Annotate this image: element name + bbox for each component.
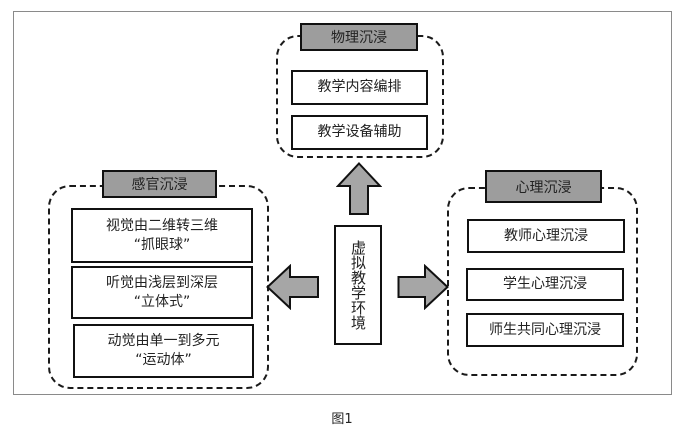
item-label: 师生共同心理沉浸 [489, 321, 601, 338]
physical-item-equipment-assist: 教学设备辅助 [291, 115, 428, 150]
arrow-left-icon [266, 264, 319, 310]
item-label-line1: 视觉由二维转三维 [106, 217, 218, 234]
physical-immersion-title: 物理沉浸 [331, 30, 387, 46]
item-label: 教学内容编排 [317, 79, 402, 95]
figure-caption: 图1 [331, 412, 353, 427]
item-label: 学生心理沉浸 [503, 276, 587, 292]
item-label-line2: “抓眼球” [133, 236, 191, 253]
item-label: 教学设备辅助 [317, 124, 402, 140]
sensory-immersion-header: 感官沉浸 [102, 170, 217, 198]
item-label-line2: “立体式” [133, 293, 191, 310]
virtual-teaching-environment-label: 虚拟教学环境 [349, 240, 367, 330]
psychological-item-student: 学生心理沉浸 [466, 268, 624, 301]
item-label-line1: 动觉由单一到多元 [107, 333, 220, 349]
virtual-teaching-environment-box: 虚拟教学环境 [334, 225, 382, 345]
item-label-line1: 听觉由浅层到深层 [106, 274, 218, 291]
sensory-item-kinesthetic: 动觉由单一到多元 “运动体” [73, 324, 254, 378]
psychological-item-shared: 师生共同心理沉浸 [466, 313, 624, 347]
item-label: 教师心理沉浸 [504, 227, 588, 244]
item-label-line2: “运动体” [135, 352, 192, 368]
psychological-immersion-title: 心理沉浸 [515, 179, 572, 196]
arrow-up-icon [336, 162, 382, 215]
sensory-item-auditory: 听觉由浅层到深层 “立体式” [71, 266, 253, 319]
physical-immersion-header: 物理沉浸 [300, 23, 418, 51]
sensory-immersion-title: 感官沉浸 [131, 177, 188, 193]
psychological-item-teacher: 教师心理沉浸 [467, 219, 625, 253]
arrow-right-icon [397, 264, 449, 310]
physical-item-content-arrangement: 教学内容编排 [291, 70, 428, 105]
sensory-item-visual: 视觉由二维转三维 “抓眼球” [71, 208, 253, 263]
psychological-immersion-header: 心理沉浸 [485, 170, 602, 203]
